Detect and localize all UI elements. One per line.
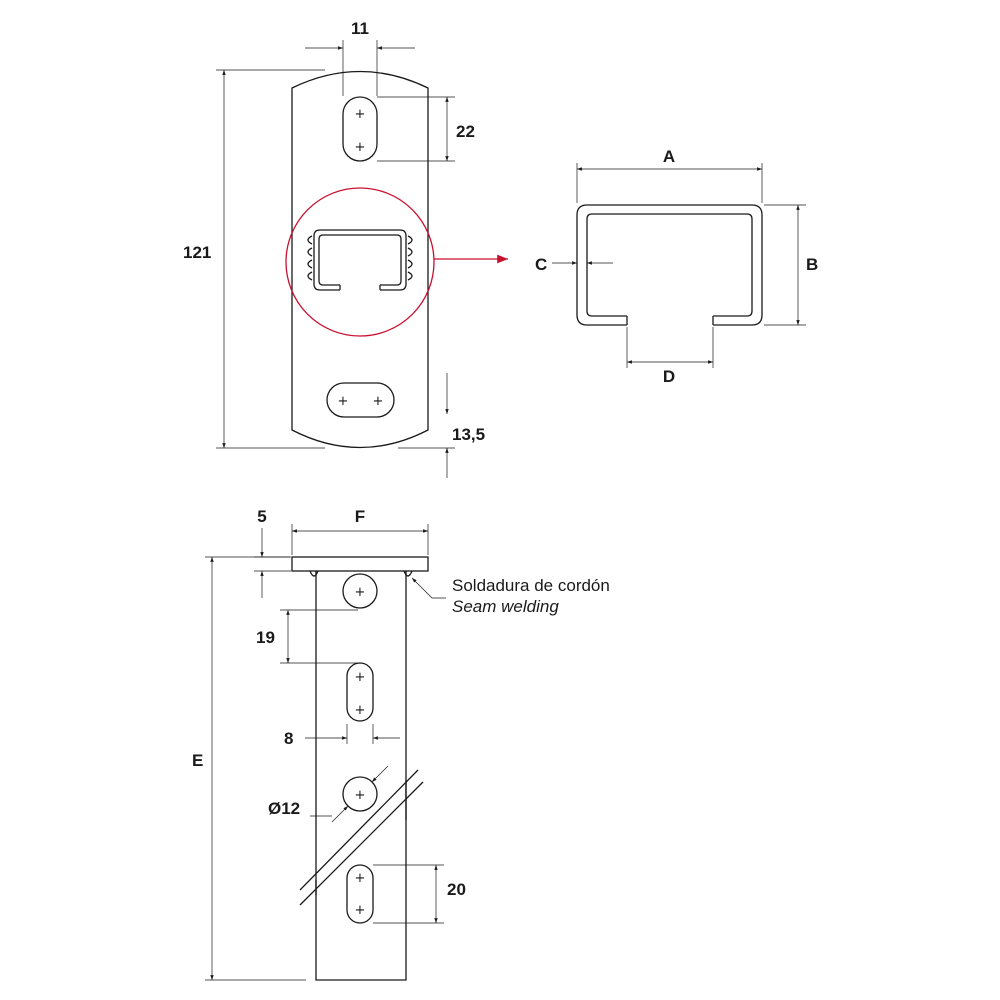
weld-leader [411,577,446,599]
dim-slot-width: 11 [351,19,369,38]
break-line [299,769,419,891]
dim-bottom-offset: 13,5 [452,425,485,444]
slot-center-mark: + [355,903,366,918]
slot-center-mark: + [355,140,366,155]
hole-center-mark: + [355,585,366,600]
weld-symbol-left [307,235,313,281]
round-hole [342,776,378,812]
weld-bead-left [309,570,319,577]
slot-center-mark: + [355,670,366,685]
dim-slot-length: 22 [456,122,475,141]
dim-total-length: E [192,751,203,770]
post-body-upper [315,571,407,895]
dim-a: A [663,147,675,166]
slot-center-mark: + [355,703,366,718]
break-line [299,781,424,906]
hole-center-mark: + [355,788,366,803]
round-hole [342,573,378,609]
dim-total-height: 121 [183,243,211,262]
post-body-lower [315,780,407,981]
channel-profile-inner [318,234,402,286]
dim-plate-thickness: 5 [257,507,266,526]
top-plate [291,556,429,572]
slot-center-mark: + [355,871,366,886]
side-view: + + + + + + 5 F E 19 [192,507,610,981]
section-view: A B C D [535,147,818,386]
front-plate-outline [291,70,429,449]
vertical-slot [346,662,374,722]
weld-label-es: Soldadura de cordón [452,576,610,595]
vertical-slot [346,864,374,924]
front-view: + + + + 11 22 121 [183,19,508,478]
dim-slot-length: 20 [447,880,466,899]
bottom-slot [326,382,395,418]
dim-c: C [535,255,547,274]
dim-plate-width: F [355,507,365,526]
channel-profile-outer [313,229,407,291]
weld-label-en: Seam welding [452,597,559,616]
weld-bead-right [403,570,413,577]
dim-hole-spacing: 19 [256,628,275,647]
dim-d: D [663,367,675,386]
section-outer [576,204,763,326]
section-inner [586,213,753,317]
dim-slot-width: 8 [284,729,293,748]
dim-hole-diameter: Ø12 [268,799,300,818]
detail-circle [285,187,435,337]
slot-center-mark: + [373,394,384,409]
slot-center-mark: + [338,394,349,409]
top-slot [342,96,378,162]
dim-b: B [806,255,818,274]
slot-center-mark: + [355,107,366,122]
weld-symbol-right [407,235,413,281]
